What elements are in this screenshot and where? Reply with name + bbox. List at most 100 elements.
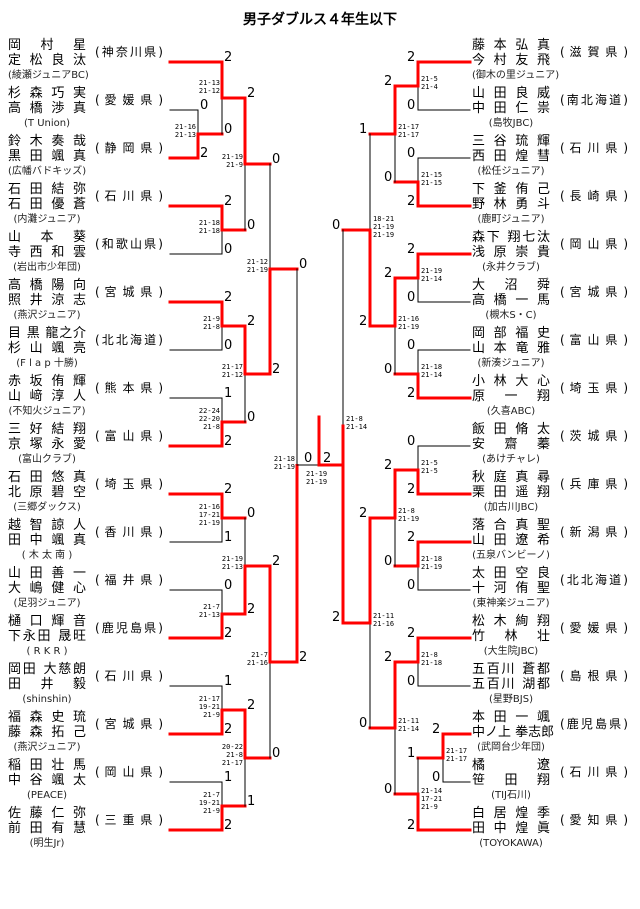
game-score: 21-19 — [306, 470, 328, 478]
right-player-name: 松 木 絢 翔 — [472, 614, 550, 629]
left-game-count: 2 — [247, 698, 256, 713]
game-score: 21-14 — [346, 423, 368, 431]
game-score: 21-19 — [398, 515, 420, 523]
right-player-name: 笹 田 翔 — [472, 773, 550, 788]
left-player-name: 石 田 悠 真 — [8, 470, 86, 485]
game-score: 21-16 — [246, 659, 268, 667]
left-game-count: 1 — [224, 530, 233, 545]
right-prefecture: (北北海道) — [560, 573, 628, 587]
right-club-name: (松任ジュニア) — [477, 166, 545, 177]
left-player-name: 稲 田 壮 馬 — [8, 758, 86, 773]
left-game-count: 0 — [247, 506, 256, 521]
right-club-name: (鹿町ジュニア) — [477, 214, 545, 225]
game-score: 21-11 — [398, 717, 420, 725]
left-prefecture: ( 富 山 県 ) — [95, 429, 163, 443]
left-club-name: (広幡バドキッズ) — [8, 166, 87, 177]
right-prefecture: ( 宮 城 県 ) — [560, 285, 628, 299]
right-player-name: 大 沼 舜 — [472, 278, 550, 293]
left-game-count: 2 — [224, 50, 233, 65]
game-score: 21-8 — [203, 323, 220, 331]
left-prefecture: ( 香 川 県 ) — [95, 525, 163, 539]
right-player-name: 小 林 大 心 — [472, 374, 550, 389]
left-club-name: (燕沢ジュニア) — [13, 310, 81, 321]
right-prefecture: ( 愛 知 県 ) — [560, 813, 628, 827]
right-game-count: 0 — [407, 434, 416, 449]
right-player-name: 十 河 侑 聖 — [472, 581, 550, 596]
left-player-name: 山 田 善 一 — [8, 566, 86, 581]
left-player-name: 杉 森 巧 実 — [8, 86, 86, 101]
game-score: 21-7 — [203, 791, 220, 799]
game-score: 21-14 — [421, 275, 443, 283]
right-player-name: 橘 遼 — [472, 758, 550, 773]
right-club-name: (御木の里ジュニア) — [472, 70, 560, 81]
game-score: 21-19 — [373, 231, 395, 239]
right-game-count: 0 — [407, 578, 416, 593]
right-club-name: (あけチャレ) — [482, 454, 540, 465]
game-score: 21-11 — [373, 612, 395, 620]
left-prefecture: ( 三 重 県 ) — [95, 813, 163, 827]
game-score: 21-8 — [421, 651, 438, 659]
left-game-count: 0 — [272, 152, 281, 167]
right-player-name: 森下 翔七汰 — [472, 230, 550, 245]
right-player-name: 白 居 煌 季 — [472, 806, 550, 821]
right-game-count: 0 — [407, 290, 416, 305]
game-score: 20-22 — [221, 743, 243, 751]
right-player-name: 太 田 空 良 — [472, 566, 550, 581]
game-score: 21-19 — [246, 266, 268, 274]
game-score: 21-12 — [198, 87, 220, 95]
left-player-name: 目 黒 龍之介 — [8, 326, 86, 341]
game-score: 19-21 — [198, 799, 220, 807]
final-count-left: 0 — [304, 451, 313, 466]
left-player-name: 岡田 大慈朗 — [8, 662, 86, 677]
left-game-count: 0 — [272, 746, 281, 761]
game-score: 21-17 — [398, 131, 420, 139]
right-game-count: 0 — [359, 716, 368, 731]
game-score: 21-15 — [421, 171, 443, 179]
right-prefecture: (鹿児島県) — [560, 717, 628, 731]
right-game-count: 0 — [407, 98, 416, 113]
game-score: 21-9 — [203, 807, 220, 815]
left-player-name: 中 谷 颯 太 — [8, 773, 86, 788]
right-prefecture: ( 島 根 県 ) — [560, 669, 628, 683]
game-score: 21-13 — [198, 611, 220, 619]
right-club-name: (島牧JBC) — [488, 118, 534, 129]
left-game-count: 0 — [200, 98, 209, 113]
left-game-count: 1 — [224, 386, 233, 401]
game-score: 21-16 — [174, 123, 196, 131]
left-player-name: 杉 山 颯 亮 — [8, 341, 86, 356]
left-game-count: 2 — [224, 290, 233, 305]
right-player-name: 五百川 蒼都 — [472, 662, 550, 677]
left-club-name: (燕沢ジュニア) — [13, 742, 81, 753]
left-player-name: 高 橋 渉 真 — [8, 101, 86, 116]
left-game-count: 0 — [247, 410, 256, 425]
left-player-name: 石 田 結 弥 — [8, 182, 86, 197]
left-game-count: 2 — [224, 818, 233, 833]
game-score: 21-5 — [421, 467, 438, 475]
right-game-count: 0 — [384, 362, 393, 377]
left-prefecture: ( 埼 玉 県 ) — [95, 477, 163, 491]
right-club-name: (大生院JBC) — [483, 646, 539, 657]
left-game-count: 2 — [200, 146, 209, 161]
game-score: 21-18 — [421, 555, 443, 563]
game-score: 22-24 — [198, 407, 220, 415]
left-club-name: (不知火ジュニア) — [8, 406, 86, 417]
game-score: 21-17 — [198, 695, 220, 703]
left-game-count: 2 — [272, 554, 281, 569]
right-game-count: 2 — [359, 506, 368, 521]
left-club-name: (PEACE) — [26, 790, 68, 801]
right-player-name: 中ノ上 拳志郎 — [472, 725, 555, 740]
right-game-count: 2 — [407, 194, 416, 209]
right-club-name: (加古川JBC) — [483, 502, 539, 513]
right-prefecture: ( 石 川 県 ) — [560, 765, 628, 779]
